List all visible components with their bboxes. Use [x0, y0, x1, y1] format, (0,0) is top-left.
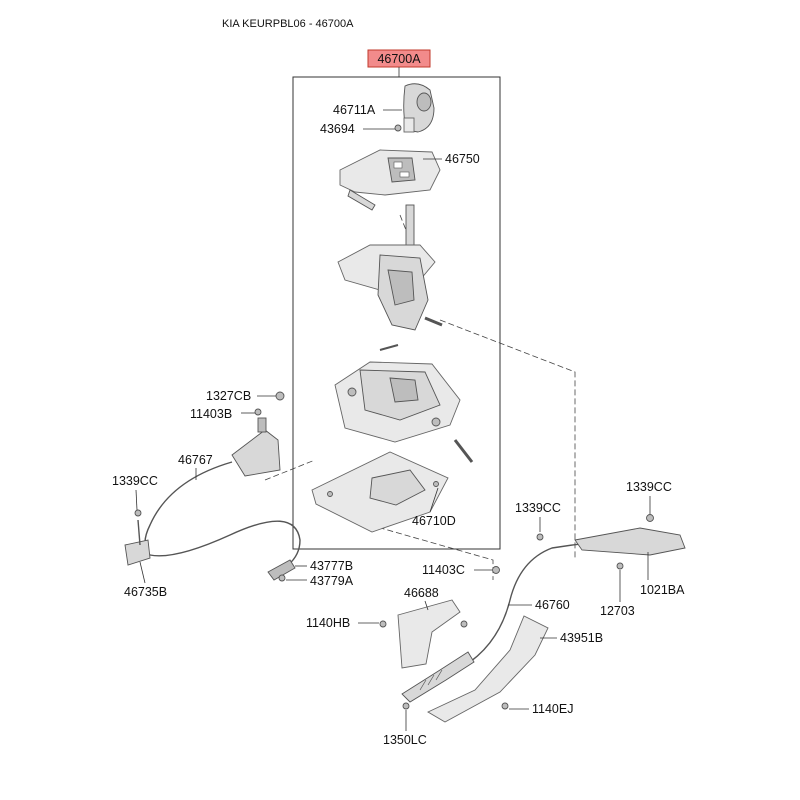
- leader-46710D: [429, 487, 439, 513]
- label-11403B[interactable]: 11403B: [190, 407, 232, 421]
- label-46688[interactable]: 46688: [404, 586, 439, 600]
- ref-line-right: [439, 319, 576, 560]
- bottom-plate-part[interactable]: [311, 451, 449, 533]
- leader-1339CC-left: [135, 489, 138, 511]
- assembly-part-number: 46700A: [377, 52, 421, 66]
- label-12703[interactable]: 12703: [600, 604, 635, 618]
- label-1140EJ[interactable]: 1140EJ: [532, 702, 573, 716]
- label-43951B[interactable]: 43951B: [560, 631, 603, 645]
- bracket-46688-part[interactable]: [379, 599, 468, 669]
- label-1140HB[interactable]: 1140HB: [306, 616, 350, 630]
- label-46750[interactable]: 46750: [445, 152, 480, 166]
- label-46711A[interactable]: 46711A: [333, 103, 376, 117]
- label-1021BA[interactable]: 1021BA: [640, 583, 685, 597]
- assembly-frame: [292, 76, 501, 550]
- cover-43951B-part[interactable]: [427, 615, 549, 723]
- shifter-base-part[interactable]: [334, 344, 474, 463]
- label-43779A[interactable]: 43779A: [310, 574, 354, 588]
- ref-line-bottom: [369, 524, 494, 580]
- label-43694[interactable]: 43694: [320, 122, 355, 136]
- label-46760[interactable]: 46760: [535, 598, 570, 612]
- label-1327CB[interactable]: 1327CB: [206, 389, 251, 403]
- shift-knob-part[interactable]: [403, 83, 435, 133]
- left-bracket-part[interactable]: [231, 391, 285, 477]
- cable-spring-end-part[interactable]: [401, 651, 475, 710]
- label-1339CC-right[interactable]: 1339CC: [626, 480, 672, 494]
- label-11403C[interactable]: 11403C: [422, 563, 465, 577]
- cable-46767-part[interactable]: [144, 461, 301, 566]
- screw-43694-part[interactable]: [394, 124, 402, 132]
- label-1339CC-left[interactable]: 1339CC: [112, 474, 158, 488]
- cable-clip-43777B-part[interactable]: [267, 559, 296, 582]
- label-1350LC[interactable]: 1350LC: [383, 733, 427, 747]
- leader-46735B: [139, 561, 146, 584]
- label-43777B[interactable]: 43777B: [310, 559, 353, 573]
- diagram-header: KIA KEURPBL06 - 46700A: [222, 18, 354, 30]
- cable-end-bracket-part[interactable]: [124, 509, 151, 566]
- bolt-11403C-part[interactable]: [492, 566, 500, 574]
- assembly-part-number-badge[interactable]: 46700A: [367, 49, 431, 68]
- label-46735B[interactable]: 46735B: [124, 585, 167, 599]
- shift-lever-mechanism-part[interactable]: [337, 204, 443, 331]
- label-46767[interactable]: 46767: [178, 453, 213, 467]
- right-cable-bracket-part[interactable]: [536, 514, 686, 570]
- label-1339CC-mid[interactable]: 1339CC: [515, 501, 561, 515]
- leader-46688: [424, 600, 429, 611]
- label-46710D[interactable]: 46710D: [412, 514, 456, 528]
- indicator-cover-part[interactable]: [339, 149, 441, 211]
